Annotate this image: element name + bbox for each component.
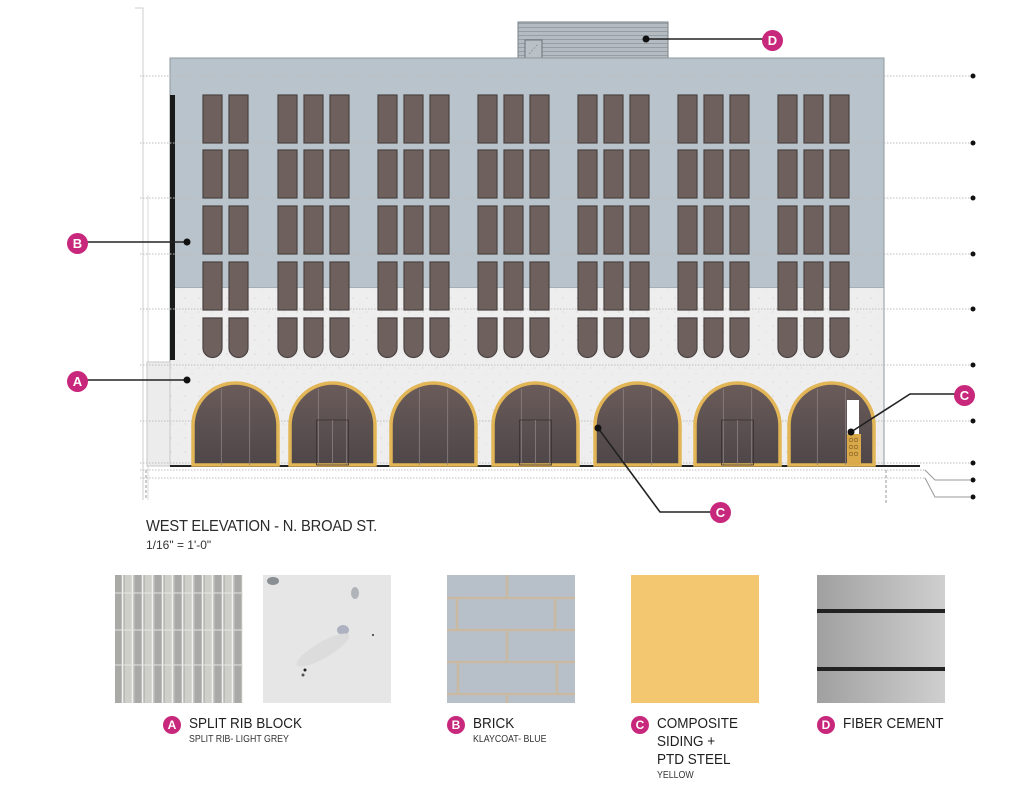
window-grid [202,94,850,359]
elevation-drawing [79,7,976,513]
legend-badge-c: C [631,716,649,734]
drawing-title: WEST ELEVATION - N. BROAD ST. [146,518,378,535]
legend-detail: YELLOW [657,770,694,781]
callout-badge-a: A [67,371,88,392]
storefront-arches [191,381,876,467]
legend-name: BRICK [473,715,515,732]
legend-detail: KLAYCOAT- BLUE [473,734,547,745]
swatch-split-rib-texture [263,575,391,703]
swatch-composite-yellow [631,575,759,703]
legend-name: COMPOSITE SIDING + PTD STEEL [657,715,739,768]
drawing-scale: 1/16" = 1'-0" [146,538,212,552]
level-markers [970,73,976,500]
legend-item-c: C COMPOSITE SIDING + PTD STEEL YELLOW [631,715,747,781]
callout-badge-c-center: C [710,502,731,523]
grade-leaders [924,469,970,498]
callout-badge-b: B [67,233,88,254]
legend-item-a: A SPLIT RIB BLOCK SPLIT RIB- LIGHT GREY [163,715,315,745]
callout-badge-d: D [762,30,783,51]
left-reveal [146,95,175,467]
swatch-brick [447,575,575,703]
legend-badge-a: A [163,716,181,734]
swatch-split-rib-block [115,575,243,703]
legend-name: FIBER CEMENT [843,715,944,732]
legend-detail: SPLIT RIB- LIGHT GREY [189,734,289,745]
callout-badge-c-right: C [954,385,975,406]
drawing-caption: WEST ELEVATION - N. BROAD ST. 1/16" = 1'… [146,518,397,552]
legend-item-b: B BRICK KLAYCOAT- BLUE [447,715,557,745]
legend-name: SPLIT RIB BLOCK [189,715,303,732]
legend-badge-d: D [817,716,835,734]
legend-badge-b: B [447,716,465,734]
callout-leader-dots [183,35,855,436]
swatch-fiber-cement [817,575,945,703]
callout-leaders [79,38,960,513]
legend-item-d: D FIBER CEMENT [817,715,955,734]
